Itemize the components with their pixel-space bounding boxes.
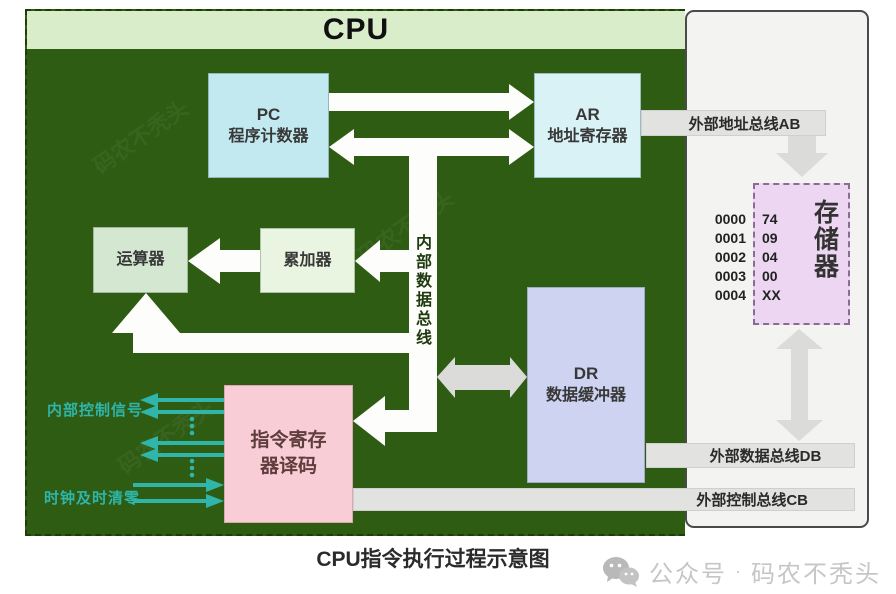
external-data-bus-label: 外部数据总线DB	[709, 448, 822, 465]
memory-row: 0001 09	[698, 228, 792, 247]
memory-row: 0000 74	[698, 209, 792, 228]
internal-data-bus-label: 内部数据总线	[415, 235, 432, 347]
accumulator-label: 累加器	[283, 251, 332, 269]
watermark-separator: ·	[735, 561, 743, 581]
ar-abbr: AR	[575, 104, 600, 124]
memory-row: 0002 04	[698, 247, 792, 266]
memory-value: 09	[762, 229, 778, 246]
memory-value: 04	[762, 248, 778, 265]
dr-abbr: DR	[573, 364, 599, 383]
alu-label: 运算器	[116, 251, 165, 268]
memory-block: 存储器	[753, 183, 850, 325]
diagram-caption: CPU指令执行过程示意图	[316, 548, 550, 571]
instruction-decoder-block: 指令寄存 器译码	[224, 385, 353, 523]
memory-table: 0000 74 0001 09 0002 04 0003 00 0004 XX	[698, 209, 792, 304]
memory-row: 0004 XX	[698, 285, 792, 304]
memory-value: XX	[762, 286, 781, 303]
watermark-prefix: 公众号	[649, 561, 727, 588]
memory-address: 0004	[714, 286, 746, 303]
memory-value: 74	[762, 210, 778, 227]
dr-buffer-block: DR 数据缓冲器	[527, 287, 645, 483]
pc-register-block: PC 程序计数器	[208, 73, 329, 178]
ar-label: 地址寄存器	[547, 127, 628, 145]
memory-row: 0003 00	[698, 266, 792, 285]
wechat-icon	[601, 556, 641, 588]
watermark: 公众号 · 码农不秃头	[601, 554, 881, 589]
ar-register-block: AR 地址寄存器	[534, 73, 641, 178]
pc-abbr: PC	[256, 104, 281, 124]
external-address-bus: 外部地址总线AB	[641, 110, 826, 136]
accumulator-block: 累加器	[260, 228, 355, 293]
internal-control-signal-label: 内部控制信号	[47, 402, 144, 419]
pc-label: 程序计数器	[228, 127, 309, 145]
decoder-label-line2: 器译码	[259, 456, 317, 477]
memory-address: 0002	[714, 248, 746, 265]
external-control-bus-label: 外部控制总线CB	[696, 492, 808, 509]
watermark-name: 码农不秃头	[751, 561, 881, 588]
memory-address: 0001	[714, 229, 746, 246]
alu-block: 运算器	[93, 227, 188, 293]
external-address-bus-label: 外部地址总线AB	[688, 115, 801, 133]
external-control-bus: 外部控制总线CB	[353, 488, 855, 511]
dr-label: 数据缓冲器	[545, 387, 626, 404]
memory-label: 存储器	[813, 199, 839, 281]
cpu-header-bar: CPU	[27, 11, 685, 49]
decoder-label-line1: 指令寄存	[250, 430, 327, 451]
clock-reset-label: 时钟及时清零	[44, 490, 141, 507]
cpu-title: CPU	[322, 13, 390, 46]
external-data-bus: 外部数据总线DB	[646, 443, 855, 468]
memory-address: 0003	[714, 267, 746, 284]
memory-value: 00	[762, 267, 778, 284]
memory-address: 0000	[714, 210, 746, 227]
